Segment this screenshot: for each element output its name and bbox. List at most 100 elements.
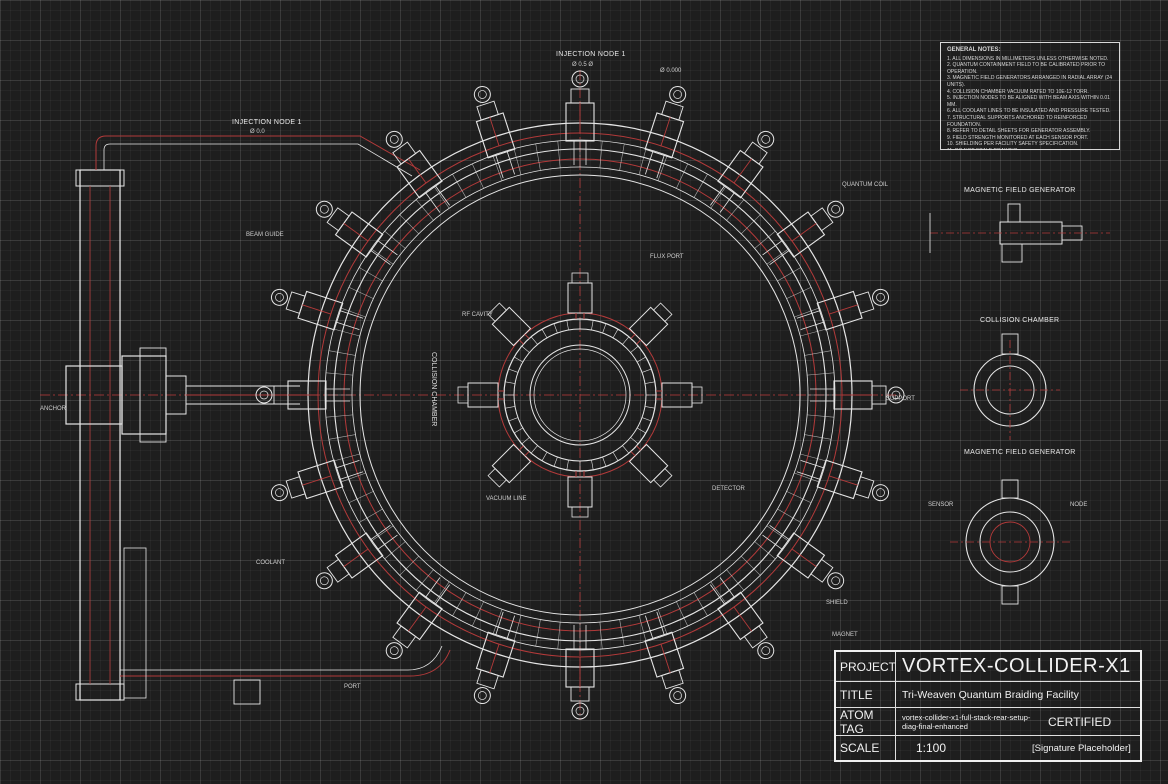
ring-segment — [471, 163, 484, 189]
core-module — [487, 443, 532, 488]
ring-segment — [807, 372, 835, 376]
title-block-scale-row: SCALE 1:100 [Signature Placeholder] — [836, 736, 1140, 760]
generator-strut — [796, 471, 820, 480]
detail-tag: FLUX PORT — [650, 254, 684, 260]
ring-segment — [657, 155, 668, 181]
generator-top-port — [1001, 479, 1019, 499]
field-generator — [565, 70, 595, 165]
core-module-cap — [487, 467, 508, 488]
ring-segment — [340, 472, 366, 483]
generator-coil-inner — [389, 135, 399, 144]
core-segment — [641, 368, 652, 373]
field-generator — [644, 611, 687, 705]
generator-strut — [370, 250, 391, 265]
field-generator — [810, 380, 905, 410]
detail-top — [1007, 203, 1021, 223]
generator-coil — [757, 130, 775, 148]
ring-segment — [800, 453, 827, 462]
generator-feed — [660, 644, 671, 673]
ring-segment — [766, 248, 790, 265]
core-circle — [529, 344, 631, 446]
core-segment — [553, 456, 558, 467]
generator-coil — [270, 288, 288, 306]
generator-coil — [385, 642, 403, 660]
detail-tag: BEAM GUIDE — [246, 232, 284, 238]
generator-coil — [669, 687, 687, 705]
generator-strut — [370, 525, 391, 540]
generator-coil-inner — [831, 204, 840, 214]
core-module-link — [636, 339, 642, 345]
generator-strut — [800, 459, 824, 469]
core-module — [457, 382, 504, 408]
ring-segment — [384, 230, 406, 249]
detail-tag: QUANTUM COIL — [842, 182, 889, 188]
field-generator — [710, 577, 775, 660]
core-segment — [630, 345, 639, 353]
title-block: PROJECT VORTEX-COLLIDER-X1 TITLE Tri-Wea… — [834, 650, 1142, 762]
generator-coil — [827, 572, 845, 590]
generator-strut — [506, 615, 516, 639]
generator-head — [854, 291, 875, 314]
generator-coil — [385, 130, 403, 148]
ring-segment — [657, 609, 668, 635]
core-segment — [644, 381, 655, 384]
generator-coil-inner — [275, 293, 284, 302]
generator-coil-inner — [673, 691, 682, 700]
core-segment — [630, 437, 639, 445]
core-module-cap — [487, 302, 508, 323]
generator-feed — [733, 158, 752, 184]
core-module-link — [524, 451, 530, 457]
note-line: 11. DO NOT SCALE DRAWING. — [947, 148, 1113, 149]
ring-segment — [619, 619, 625, 647]
field-generator — [762, 200, 845, 265]
core-segment — [602, 323, 607, 334]
ring-segment — [777, 508, 801, 523]
generator-coil — [571, 70, 589, 88]
core-module-cap — [571, 272, 589, 284]
label-injection-left: INJECTION NODE 1 — [232, 119, 302, 126]
ring-segment — [599, 140, 603, 168]
ring-segment — [399, 214, 419, 234]
ring-segment — [328, 350, 356, 356]
atom-key: ATOM TAG — [836, 708, 896, 736]
generator-coil — [571, 702, 589, 720]
ring-segment — [535, 143, 541, 171]
field-generator — [473, 85, 516, 179]
core-module-body — [491, 306, 532, 347]
generator-coil-inner — [761, 646, 771, 655]
field-generator — [796, 288, 890, 331]
ring-segment — [452, 592, 467, 616]
generator-strut — [377, 534, 398, 550]
label-injection-left-sub: Ø 0.0 — [250, 129, 265, 135]
core-module-body — [491, 443, 532, 484]
generator-feed — [660, 117, 671, 146]
generator-coil-inner — [478, 90, 487, 99]
column-cap — [75, 169, 125, 187]
ring-segment — [741, 214, 761, 234]
generator-strut — [656, 611, 665, 635]
generator-head — [854, 476, 875, 499]
generator-strut — [425, 577, 441, 598]
note-line: 4. COLLISION CHAMBER VACUUM RATED TO 10E… — [947, 88, 1089, 95]
project-key: PROJECT — [836, 652, 896, 681]
ring-segment — [492, 609, 503, 635]
ring-segment — [513, 615, 522, 642]
generator-coil-inner — [673, 90, 682, 99]
detail-tag: VACUUM LINE — [486, 496, 527, 502]
field-generator — [710, 130, 775, 213]
ring-segment — [754, 541, 776, 560]
generator-strut — [340, 471, 364, 480]
ring-segment — [693, 592, 708, 616]
generator-strut — [495, 611, 504, 635]
ring-segment — [333, 328, 360, 337]
note-line: 6. ALL COOLANT LINES TO BE INSULATED AND… — [947, 108, 1111, 115]
ring-segment — [471, 601, 484, 627]
core-module-link — [636, 445, 642, 451]
injection-pipe — [95, 135, 421, 171]
ring-segment — [340, 307, 366, 318]
generator-head — [285, 476, 306, 499]
core-segment — [521, 345, 530, 353]
ring-segment — [619, 143, 625, 171]
note-line: 9. FIELD STRENGTH MONITORED AT EACH SENS… — [947, 134, 1089, 141]
